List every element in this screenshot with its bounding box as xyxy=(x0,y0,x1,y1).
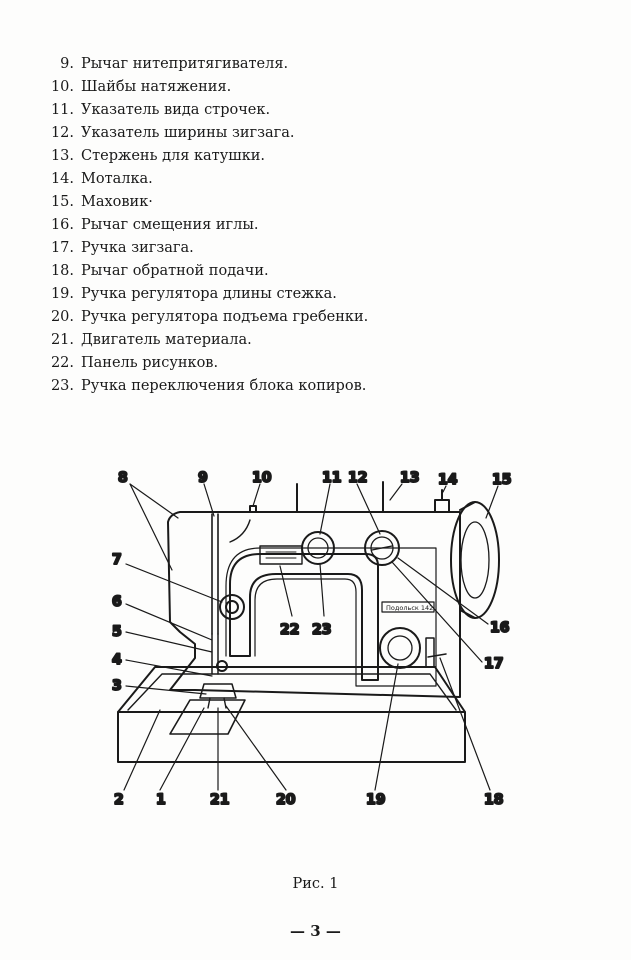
zigzag-width-dial xyxy=(364,530,400,566)
callout-6: 6 xyxy=(112,594,122,610)
brand-plate-text: Подольск 142 xyxy=(386,604,433,612)
item-text: Моталка. xyxy=(81,171,153,187)
item-number: 10. xyxy=(50,79,74,95)
item-text: Рычаг смещения иглы. xyxy=(81,217,259,233)
list-item: 10. Шайбы натяжения. xyxy=(40,76,600,99)
item-number: 13. xyxy=(50,148,74,164)
list-item: 14. Моталка. xyxy=(40,168,600,191)
callout-18: 18 xyxy=(484,792,503,808)
callout-12: 12 xyxy=(348,470,367,486)
item-text: Панель рисунков. xyxy=(81,355,219,371)
callout-5: 5 xyxy=(112,624,122,640)
list-item: 16. Рычаг смещения иглы. xyxy=(40,214,600,237)
leader-lines xyxy=(123,483,499,791)
item-text: Маховик· xyxy=(81,194,153,210)
item-number: 14. xyxy=(50,171,74,187)
item-number: 17. xyxy=(50,240,74,256)
item-text: Стержень для катушки. xyxy=(81,148,266,164)
sewing-machine-figure: 8 9 10 11 12 13 14 15 7 6 5 4 3 22 23 16… xyxy=(100,462,530,814)
item-text: Рычаг обратной подачи. xyxy=(81,263,269,279)
list-item: 9. Рычаг нитепритягивателя. xyxy=(40,53,600,76)
list-item: 13. Стержень для катушки. xyxy=(40,145,600,168)
item-number: 22. xyxy=(50,355,74,371)
list-item: 19. Ручка регулятора длины стежка. xyxy=(40,283,600,306)
item-number: 12. xyxy=(50,125,74,141)
callout-21: 21 xyxy=(210,792,229,808)
figure-caption: Рис. 1 xyxy=(292,876,339,892)
page-number: — 3 — xyxy=(290,922,341,940)
item-number: 9. xyxy=(60,56,74,72)
callout-19: 19 xyxy=(366,792,385,808)
needle-plate xyxy=(169,699,246,735)
item-text: Двигатель материала. xyxy=(81,332,252,348)
bobbin-winder xyxy=(434,499,450,513)
item-text: Ручка переключения блока копиров. xyxy=(81,378,367,394)
arm-opening xyxy=(229,553,379,681)
item-number: 20. xyxy=(50,309,74,325)
item-number: 21. xyxy=(50,332,74,348)
callout-23: 23 xyxy=(312,622,331,638)
tension-disc xyxy=(219,594,245,620)
list-item: 17. Ручка зигзага. xyxy=(40,237,600,260)
item-number: 11. xyxy=(50,102,74,118)
stitch-length-dial xyxy=(379,627,421,669)
callout-22: 22 xyxy=(280,622,299,638)
item-number: 18. xyxy=(50,263,74,279)
item-text: Рычаг нитепритягивателя. xyxy=(81,56,289,72)
item-text: Шайбы натяжения. xyxy=(81,79,232,95)
brand-plate xyxy=(381,601,435,613)
machine-body xyxy=(167,511,461,698)
callout-15: 15 xyxy=(492,472,511,488)
item-text: Указатель ширины зигзага. xyxy=(81,125,295,141)
presser-foot-screw xyxy=(216,660,228,672)
callout-13: 13 xyxy=(400,470,419,486)
take-up-lever xyxy=(211,513,219,635)
list-item: 23. Ручка переключения блока копиров. xyxy=(40,375,600,398)
callout-16: 16 xyxy=(490,620,509,636)
callout-4: 4 xyxy=(112,652,122,668)
callout-20: 20 xyxy=(276,792,296,808)
item-number: 15. xyxy=(50,194,74,210)
callout-8: 8 xyxy=(118,470,128,486)
callout-7: 7 xyxy=(112,552,122,568)
callout-11: 11 xyxy=(322,470,341,486)
list-item: 18. Рычаг обратной подачи. xyxy=(40,260,600,283)
callout-17: 17 xyxy=(484,656,503,672)
callout-10: 10 xyxy=(252,470,272,486)
item-text: Ручка регулятора длины стежка. xyxy=(81,286,337,302)
parts-list: 9. Рычаг нитепритягивателя. 10. Шайбы натя… xyxy=(40,53,600,398)
item-number: 19. xyxy=(50,286,74,302)
item-text: Ручка регулятора подъема гребенки. xyxy=(81,309,369,325)
callout-9: 9 xyxy=(198,470,208,486)
list-item: 15. Маховик· xyxy=(40,191,600,214)
item-number: 16. xyxy=(50,217,74,233)
pattern-panel xyxy=(259,545,303,565)
list-item: 20. Ручка регулятора подъема гребенки. xyxy=(40,306,600,329)
handwheel xyxy=(450,501,500,619)
callout-2: 2 xyxy=(114,792,124,808)
item-text: Указатель вида строчек. xyxy=(81,102,271,118)
callout-1: 1 xyxy=(156,792,166,808)
list-item: 21. Двигатель материала. xyxy=(40,329,600,352)
item-number: 23. xyxy=(50,378,74,394)
callout-14: 14 xyxy=(438,472,458,488)
callout-3: 3 xyxy=(112,678,122,694)
sewing-machine-drawing: 8 9 10 11 12 13 14 15 7 6 5 4 3 22 23 16… xyxy=(111,469,512,809)
machine-base xyxy=(117,666,466,763)
list-item: 12. Указатель ширины зигзага. xyxy=(40,122,600,145)
reverse-lever xyxy=(425,637,435,668)
list-item: 11. Указатель вида строчек. xyxy=(40,99,600,122)
list-item: 22. Панель рисунков. xyxy=(40,352,600,375)
item-text: Ручка зигзага. xyxy=(81,240,194,256)
